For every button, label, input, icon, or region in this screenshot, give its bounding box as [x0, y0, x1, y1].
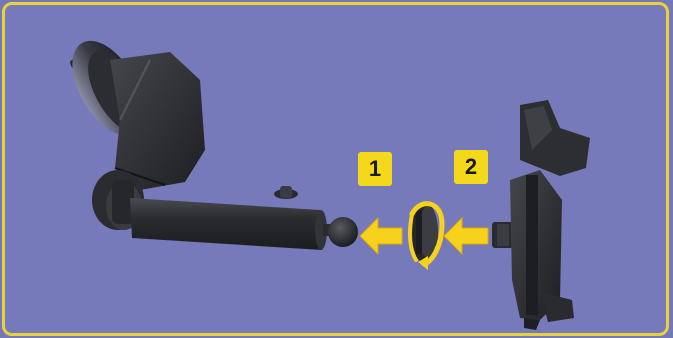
step-2-badge: 2	[454, 150, 488, 184]
arrow-left-icon	[360, 218, 402, 254]
ball-joint	[328, 217, 358, 247]
step-1-badge: 1	[358, 152, 392, 186]
arrow-left-icon	[444, 218, 488, 254]
extension-arm	[130, 186, 343, 250]
step-1-label: 1	[369, 156, 381, 182]
step-2-label: 2	[465, 154, 477, 180]
phone-cradle	[492, 100, 590, 330]
suction-cup-mount	[58, 29, 205, 190]
